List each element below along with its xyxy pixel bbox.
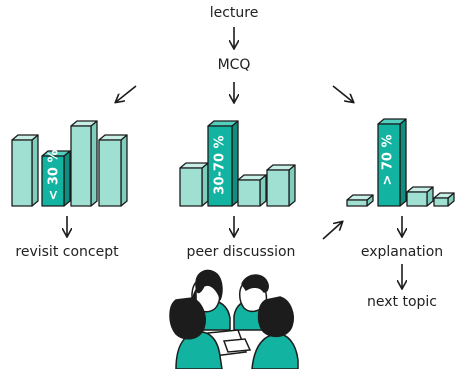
bar-group-high — [346, 118, 455, 207]
bar — [179, 162, 209, 207]
node-next-topic: next topic — [367, 294, 437, 310]
bar-group-mid — [179, 120, 296, 207]
bar — [70, 120, 98, 207]
node-peer-discussion: peer discussion — [186, 244, 296, 260]
bar — [266, 164, 296, 207]
bar-label-high: > 70 % — [381, 134, 396, 185]
bar-highlight — [207, 120, 239, 207]
arrow-mcq-to-left — [116, 85, 137, 102]
node-revisit-concept: revisit concept — [15, 244, 119, 260]
node-mcq: MCQ — [217, 57, 251, 73]
bar — [98, 134, 128, 207]
person-front-left — [169, 297, 223, 369]
bar — [433, 192, 455, 207]
bar — [11, 134, 39, 207]
arrow-peer-to-right — [322, 222, 342, 240]
bar-label-mid: 30-70 % — [213, 135, 228, 194]
paper-sheet — [222, 338, 252, 353]
bar — [237, 174, 267, 207]
node-lecture: lecture — [209, 5, 259, 21]
bar-group-low — [11, 120, 128, 207]
bar-highlight — [41, 150, 71, 207]
bar — [346, 194, 374, 207]
bar — [406, 186, 434, 207]
bar-label-low: < 30 % — [47, 149, 62, 200]
arrow-mcq-to-right — [332, 85, 353, 102]
node-explanation: explanation — [360, 244, 444, 260]
group-discussion-illustration — [169, 269, 299, 369]
person-front-right — [251, 296, 299, 369]
flow-arrows — [67, 27, 402, 288]
bar-highlight — [377, 118, 407, 207]
